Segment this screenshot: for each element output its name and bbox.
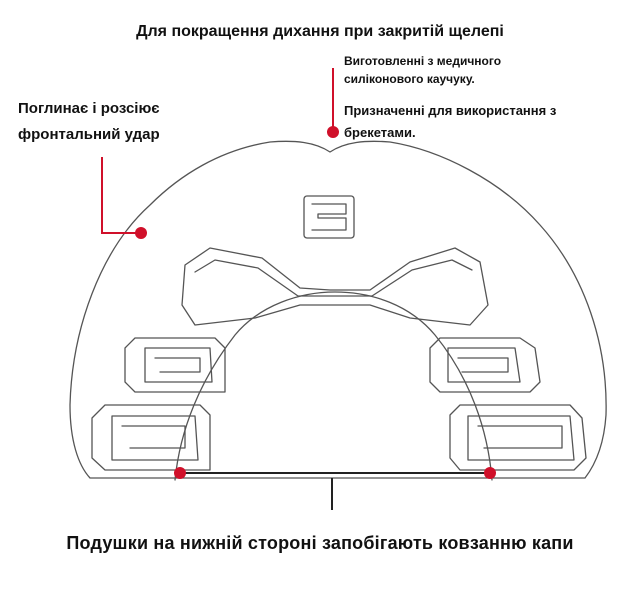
front-impact-line-2: фронтальний удар: [18, 126, 160, 143]
front-impact-callout: Поглинає і розсіює фронтальний удар: [18, 96, 160, 148]
marker-pad-right: [484, 467, 496, 479]
diagram-title: Для покращення дихання при закритій щеле…: [136, 23, 504, 40]
callout-line-front: [101, 157, 141, 234]
front-ridge: [181, 247, 489, 326]
bottom-pads-callout: Подушки на нижній стороні запобігають ко…: [66, 533, 574, 553]
front-impact-line-1: Поглинає і розсіює: [18, 100, 160, 117]
marker-front: [135, 227, 147, 239]
mouthguard-outline: [69, 140, 607, 479]
marker-top: [327, 126, 339, 138]
right-bottom-pads: [429, 337, 587, 471]
inner-arch: [174, 291, 493, 481]
braces-line-2: брекетами.: [344, 125, 416, 140]
marker-pad-left: [174, 467, 186, 479]
braces-callout: Призначенні для використання з брекетами…: [344, 100, 556, 144]
braces-line-1: Призначенні для використання з: [344, 103, 557, 118]
left-bottom-pads: [91, 337, 226, 471]
silicone-callout: Виготовленні з медичного силіконового ка…: [344, 52, 501, 88]
silicone-line-1: Виготовленні з медичного: [344, 54, 502, 68]
silicone-line-2: силіконового каучуку.: [344, 72, 475, 86]
logo-icon: [303, 195, 355, 239]
